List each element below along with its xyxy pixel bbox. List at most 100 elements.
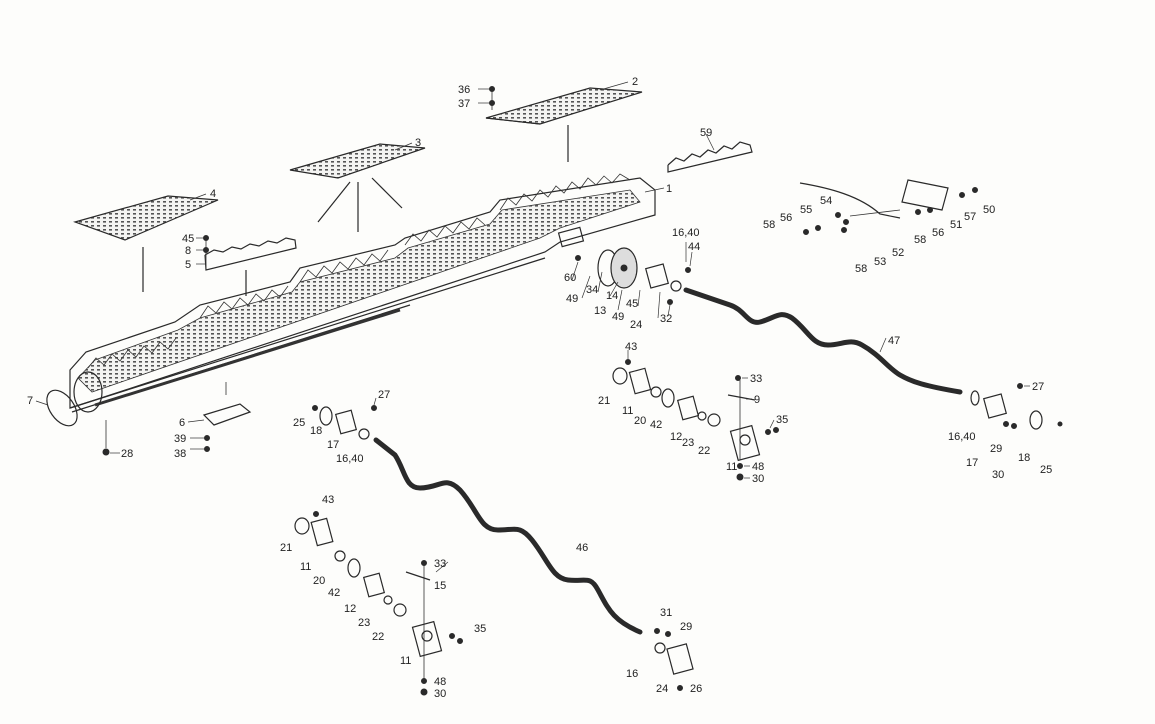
label-23: 23	[682, 437, 694, 449]
label-13: 13	[594, 305, 606, 317]
label-51: 51	[950, 219, 962, 231]
label-49: 49	[566, 293, 578, 305]
label-59: 59	[700, 127, 712, 139]
label-28: 28	[121, 448, 133, 460]
label-46: 46	[576, 542, 588, 554]
label-14: 14	[606, 290, 618, 302]
label-3: 3	[415, 137, 421, 149]
label-56-b: 56	[932, 227, 944, 239]
grate-plate-3	[289, 143, 426, 232]
label-45: 45	[182, 233, 194, 245]
label-33-b: 33	[434, 558, 446, 570]
bolt-39-38	[204, 435, 210, 452]
label-11: 11	[622, 405, 633, 417]
bolt-28	[102, 448, 110, 456]
label-56: 56	[780, 212, 792, 224]
part-labels: 2 36 37 3 59 1 4 45 8 5 7 6 39 38 28 16,…	[27, 76, 1052, 700]
label-16-40-c: 16,40	[336, 453, 364, 465]
label-35: 35	[776, 414, 788, 426]
label-45-b: 45	[626, 298, 638, 310]
label-30-b: 30	[992, 469, 1004, 481]
label-16: 16	[626, 668, 638, 680]
label-52: 52	[892, 247, 904, 259]
label-37: 37	[458, 98, 470, 110]
label-21: 21	[598, 395, 610, 407]
label-42: 42	[650, 419, 662, 431]
leader-lines	[35, 81, 1030, 573]
bearing-group-lower-left	[294, 511, 463, 696]
label-38: 38	[174, 448, 186, 460]
bolts-36-37	[489, 86, 495, 110]
label-22: 22	[698, 445, 710, 457]
end-cap-7	[46, 389, 78, 427]
label-48: 48	[752, 461, 764, 473]
label-30: 30	[752, 473, 764, 485]
label-1: 1	[666, 183, 672, 195]
label-2: 2	[632, 76, 638, 88]
label-60: 60	[564, 272, 576, 284]
label-54: 54	[820, 195, 832, 207]
label-21-b: 21	[280, 542, 292, 554]
label-48-b: 48	[434, 676, 446, 688]
label-8: 8	[185, 245, 191, 257]
label-12-b: 12	[344, 603, 356, 615]
label-18-b: 18	[310, 425, 322, 437]
label-12: 12	[670, 431, 682, 443]
label-22-b: 22	[372, 631, 384, 643]
label-11-c: 11	[300, 561, 311, 573]
bearing-group-upper-right	[970, 383, 1063, 430]
label-25-b: 25	[293, 417, 305, 429]
label-35-b: 35	[474, 623, 486, 635]
label-5: 5	[185, 259, 191, 271]
label-7: 7	[27, 395, 33, 407]
label-47: 47	[888, 335, 900, 347]
label-49-b: 49	[612, 311, 624, 323]
label-44: 44	[688, 241, 700, 253]
label-57: 57	[964, 211, 976, 223]
label-16-40-b: 16,40	[948, 431, 976, 443]
label-9: 9	[754, 394, 760, 406]
label-25: 25	[1040, 464, 1052, 476]
drive-hub-group	[575, 247, 691, 305]
label-18: 18	[1018, 452, 1030, 464]
label-58-b: 58	[914, 234, 926, 246]
bracket-assembly	[799, 179, 978, 235]
sawtooth-strip-59	[667, 141, 753, 173]
label-17-b: 17	[327, 439, 339, 451]
label-17: 17	[966, 457, 978, 469]
label-53: 53	[874, 256, 886, 268]
label-58-c: 58	[855, 263, 867, 275]
bearing-group-upper-middle	[612, 359, 779, 481]
label-30-c: 30	[434, 688, 446, 700]
label-27-b: 27	[378, 389, 390, 401]
sawtooth-strip-5	[204, 237, 297, 296]
grate-plate-2	[485, 87, 643, 162]
bolts-45-8	[203, 235, 209, 268]
bearing-group-left-top	[312, 405, 377, 440]
label-32: 32	[660, 313, 672, 325]
plate-6	[202, 382, 252, 426]
label-31: 31	[660, 607, 672, 619]
label-50: 50	[983, 204, 995, 216]
crank-shaft-47	[683, 287, 963, 395]
label-20-b: 20	[313, 575, 325, 587]
label-33: 33	[750, 373, 762, 385]
sawtooth-walls	[87, 173, 631, 369]
label-29: 29	[990, 443, 1002, 455]
label-58: 58	[763, 219, 775, 231]
label-16-40: 16,40	[672, 227, 700, 239]
bearing-group-lower-right	[654, 628, 694, 691]
label-43: 43	[625, 341, 637, 353]
conveyor-trough	[69, 177, 656, 413]
label-11-d: 11	[400, 655, 411, 667]
label-42-b: 42	[328, 587, 340, 599]
label-26: 26	[690, 683, 702, 695]
label-34: 34	[586, 284, 598, 296]
label-20: 20	[634, 415, 646, 427]
label-27: 27	[1032, 381, 1044, 393]
label-24-b: 24	[656, 683, 668, 695]
label-39: 39	[174, 433, 186, 445]
label-11-b: 11	[726, 461, 737, 473]
